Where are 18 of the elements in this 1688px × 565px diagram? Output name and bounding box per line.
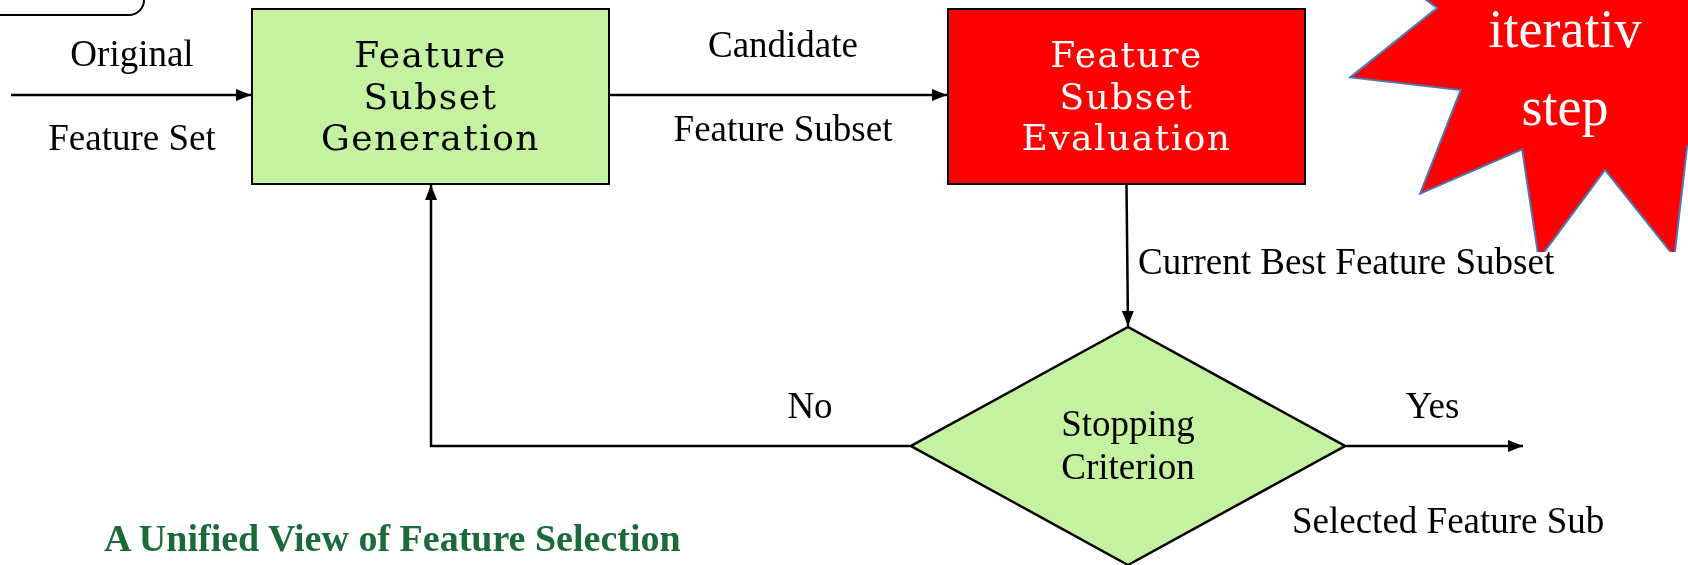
node-text: Feature Subset Generation [319,34,542,159]
output-label: Selected Feature Sub [1292,500,1605,542]
arrow [1346,440,1523,452]
diagram-title: A Unified View of Feature Selection [104,516,681,560]
node-text: Feature Subset Evaluation [1020,34,1233,159]
arrow [610,89,947,101]
edge-label: Yes [1404,385,1461,427]
edge-label: No [786,385,834,427]
arrow [1121,185,1134,326]
process-box [251,8,610,185]
edge-label: Candidate Feature Subset [672,23,894,151]
arrow [425,185,910,448]
edge-label: Original Feature Set [47,32,217,160]
edge-label: Current Best Feature Subset [1138,241,1556,283]
node-text: Stopping Criterion [1060,403,1196,489]
arrow [11,89,251,101]
node-text: iterativ step [1487,0,1643,140]
process-box [947,8,1306,185]
